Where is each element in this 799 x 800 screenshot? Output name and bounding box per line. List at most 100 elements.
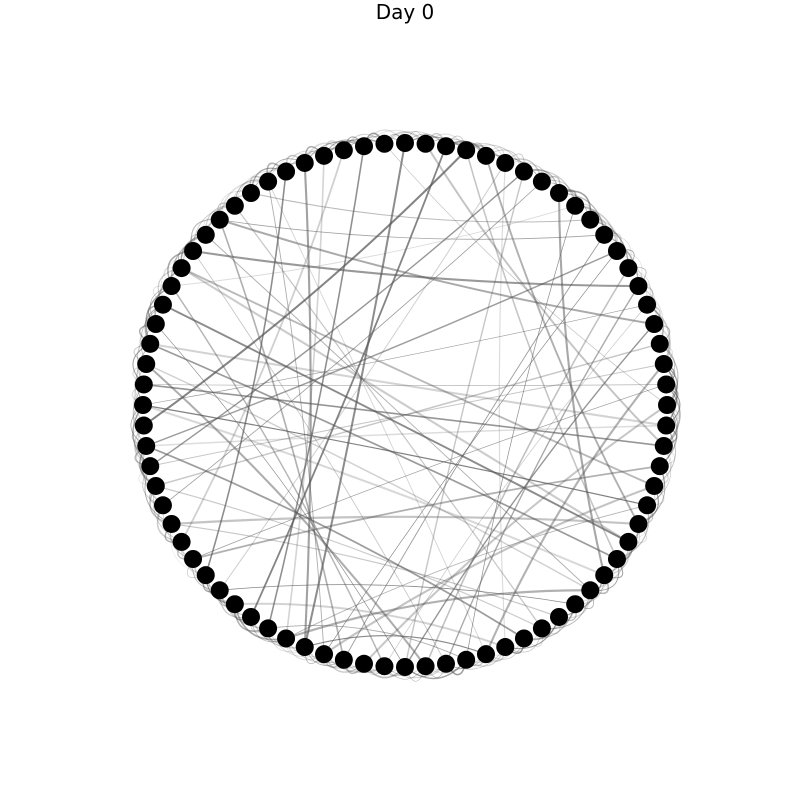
graph-edge [143, 384, 667, 387]
graph-node [650, 457, 669, 476]
graph-edge [145, 445, 525, 640]
graph-node [416, 134, 435, 153]
graph-edge [219, 219, 605, 240]
graph-edge [424, 267, 630, 667]
ring-edge [558, 575, 605, 618]
ring-edge [425, 138, 487, 157]
graph-node [638, 496, 657, 515]
ring-edge [541, 181, 591, 220]
graph-node [196, 225, 215, 244]
graph-node [654, 355, 673, 374]
graph-edge [485, 363, 665, 655]
graph-edge [142, 404, 648, 506]
graph-node [457, 650, 476, 669]
graph-node [172, 259, 191, 278]
graph-node [550, 184, 568, 203]
graph-edge [181, 267, 655, 487]
graph-node [619, 532, 638, 551]
graph-node [153, 295, 172, 314]
graph-edge [323, 484, 655, 656]
graph-edge [150, 342, 667, 427]
graph-edge [267, 181, 487, 655]
graph-edge [285, 589, 591, 640]
graph-node [134, 375, 153, 394]
graph-node [184, 242, 203, 260]
graph-node [141, 334, 160, 353]
graph-node [645, 315, 664, 334]
graph-node [581, 210, 600, 229]
graph-edge [303, 142, 406, 648]
graph-node [184, 550, 203, 568]
graph-edge [285, 504, 648, 639]
graph-node [334, 141, 353, 160]
graph-node [532, 619, 551, 638]
graph-edge [219, 584, 576, 605]
graph-edge [267, 181, 325, 655]
graph-edge [445, 285, 640, 665]
graph-edge [192, 384, 667, 560]
graph-edge [143, 383, 664, 447]
graph-edge [171, 205, 576, 287]
graph-node [137, 355, 156, 374]
graph-edge [170, 285, 386, 667]
graph-edge [465, 205, 576, 660]
graph-edge [180, 149, 345, 543]
graph-edge [171, 523, 560, 618]
graph-node [595, 566, 614, 585]
graph-edge [404, 323, 655, 668]
graph-node [196, 566, 215, 585]
graph-node [295, 153, 314, 172]
graph-node [315, 645, 334, 664]
graph-node [162, 277, 181, 296]
graph-edge [181, 267, 629, 543]
graph-edge [143, 149, 467, 427]
graph-edge [192, 465, 660, 560]
graph-edge [162, 303, 629, 543]
graph-node [225, 595, 244, 614]
graph-edge [205, 171, 287, 576]
graph-node [259, 619, 278, 638]
graph-node [141, 457, 160, 476]
graph-node [210, 581, 229, 600]
graph-node [650, 334, 669, 353]
graph-node [629, 277, 648, 296]
graph-edge [485, 155, 640, 525]
graph-node [416, 657, 435, 676]
graph-node [595, 225, 614, 244]
graph-node [162, 514, 181, 533]
graph-node [436, 137, 455, 156]
graph-edge [304, 635, 487, 655]
graph-node [476, 645, 495, 664]
graph-node [134, 396, 152, 414]
graph-node [654, 436, 673, 455]
graph-edge [363, 404, 668, 665]
graph-node [242, 184, 260, 203]
ring-edge [192, 558, 236, 606]
graph-node [657, 375, 676, 394]
graph-node [277, 629, 296, 648]
graph-edge [171, 515, 639, 526]
ring-edge [204, 192, 252, 236]
graph-node [629, 514, 648, 533]
graph-node [457, 141, 476, 160]
graph-node [210, 210, 229, 229]
ring-edge [205, 575, 252, 618]
graph-node [645, 476, 664, 495]
graph-node [396, 134, 414, 152]
graph-node [225, 196, 244, 215]
graph-node [566, 595, 585, 614]
graph-edge [192, 250, 447, 664]
graph-node [619, 259, 638, 278]
graph-node [436, 654, 455, 673]
graph-node [277, 162, 296, 181]
graph-edge [145, 363, 427, 667]
graph-node [242, 607, 260, 626]
graph-edge [219, 218, 655, 326]
graph-node [566, 196, 585, 215]
graph-edge [498, 162, 506, 648]
figure-title: Day 0 [375, 0, 435, 24]
graph-node [172, 532, 191, 551]
node-layer [134, 134, 676, 676]
